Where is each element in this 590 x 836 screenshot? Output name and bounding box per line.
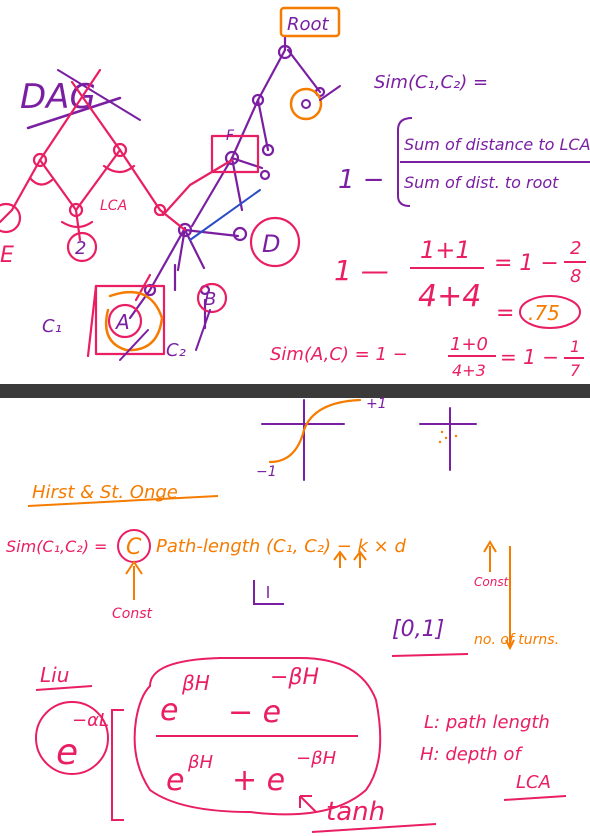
numerator-2: 1+1 (420, 236, 471, 264)
legend-H2: LCA (516, 772, 551, 793)
dag-label: DAG (20, 77, 96, 117)
tanh-sketch: +1 −1 (256, 396, 477, 481)
numerator-3: 1+0 (450, 334, 488, 355)
rhs-2a: = 1 − (494, 251, 559, 276)
const-label-1: Const (112, 606, 153, 622)
b-label: B (204, 289, 216, 310)
den-plus: + e (232, 763, 285, 798)
two-label: 2 (75, 238, 86, 259)
num-term2-power: −βH (270, 665, 319, 690)
den-term2-power: −βH (296, 748, 337, 769)
f-label: F (226, 128, 235, 144)
hirst-lhs: Sim(C₁,C₂) = (6, 537, 107, 556)
one-minus-2: 1 — (334, 254, 389, 287)
liu-exp-power: −αL (72, 710, 109, 731)
c1-label: C₁ (42, 316, 62, 337)
sim-lhs: Sim(C₁,C₂) = (374, 72, 488, 93)
denominator-1: Sum of dist. to root (404, 173, 559, 192)
liu-title: Liu (40, 663, 69, 687)
hirst-formula: Hirst & St. Onge Sim(C₁,C₂) = C Path-len… (6, 482, 559, 657)
orange-node (289, 87, 323, 121)
no-turns: no. of turns. (474, 632, 559, 648)
root-label: Root (287, 14, 330, 35)
const-label-2: Const (474, 575, 510, 589)
den-term1-power: βH (187, 752, 213, 773)
denominator-2: 4+4 (418, 279, 481, 314)
liu-formula: Liu e −αL e βH − e −βH e βH + e −βH tanh… (35, 657, 567, 833)
num-minus: − e (228, 695, 281, 730)
result-2: .75 (528, 301, 560, 325)
denominator-3: 4+3 (452, 361, 486, 380)
liu-exp-base: e (56, 732, 78, 773)
legend-L: L: path length (424, 712, 550, 733)
lca-label: LCA (100, 198, 127, 214)
num-term1-base: e (160, 693, 178, 728)
tanh-label: tanh (326, 797, 385, 827)
hirst-title: Hirst & St. Onge (32, 482, 178, 503)
one-minus-1: 1 − (338, 165, 385, 195)
a-highlight (104, 290, 164, 352)
frac2-num: 2 (570, 238, 581, 259)
tanh-plus-label: +1 (366, 396, 387, 412)
sim-ac: Sim(A,C) = 1 − (270, 344, 408, 365)
similarity-formula: Sim(C₁,C₂) = 1 − Sum of distance to LCA … (270, 72, 590, 380)
f-box (210, 134, 260, 174)
rhs-3: = 1 − (500, 345, 559, 369)
frac3-den: 7 (570, 361, 581, 380)
numerator-1: Sum of distance to LCA (404, 135, 590, 154)
a-label: A (114, 310, 130, 334)
interval: [0,1] (392, 617, 444, 642)
num-term1-power: βH (181, 671, 210, 695)
c2-label: C₂ (166, 340, 186, 361)
d-label: D (262, 230, 280, 258)
tree-diagram: Root (0, 6, 341, 361)
hirst-path: Path-length (C₁, C₂) − k × d (156, 536, 406, 557)
tanh-minus-label: −1 (256, 464, 277, 480)
rhs-2b: = (496, 301, 514, 326)
root-box (279, 6, 341, 38)
frac2-den: 8 (570, 266, 581, 287)
e-label: E (0, 243, 14, 268)
page-divider (0, 384, 590, 398)
hirst-c: C (126, 535, 142, 560)
legend-H1: H: depth of (420, 744, 523, 765)
den-term1-base: e (166, 763, 184, 798)
frac3-num: 1 (570, 337, 580, 356)
